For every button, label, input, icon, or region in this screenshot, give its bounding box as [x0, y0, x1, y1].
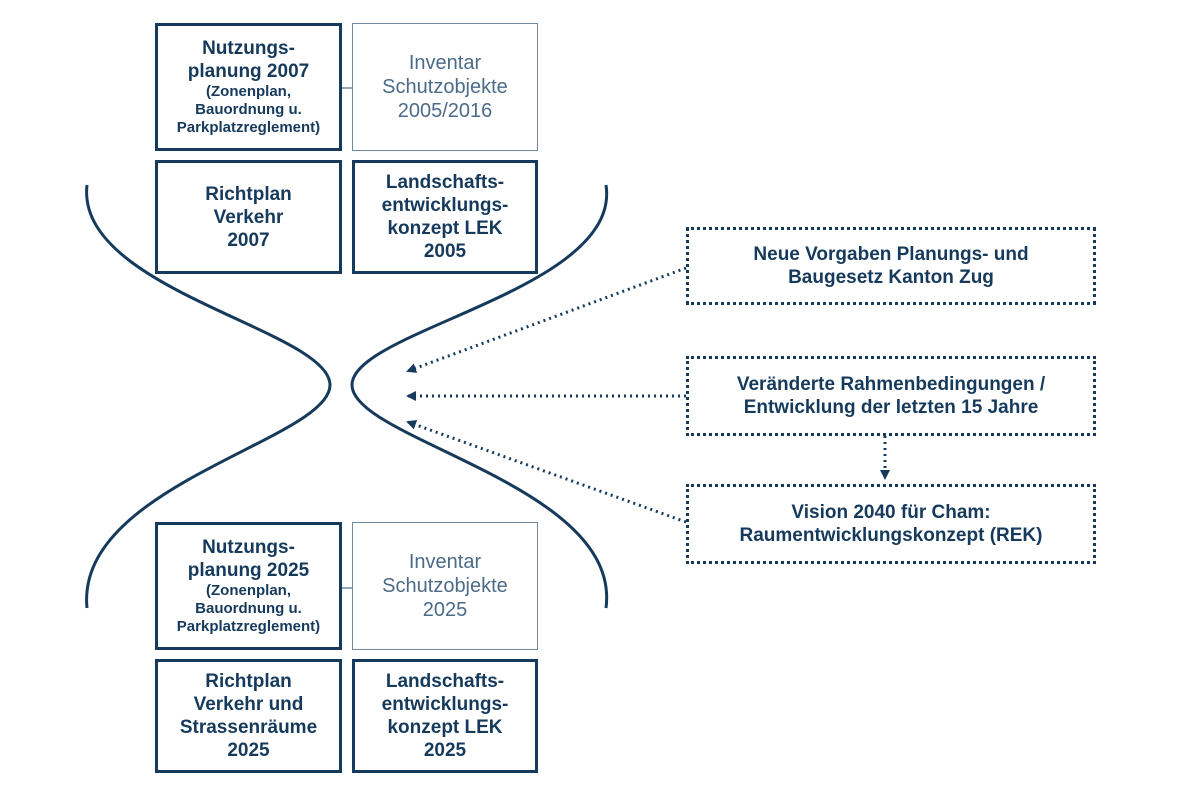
- text-line: Veränderte Rahmenbedingungen /: [736, 374, 1046, 395]
- box-neue-vorgaben: Neue Vorgaben Planungs- und Baugesetz Ka…: [686, 227, 1096, 305]
- text-line: Baugesetz Kanton Zug: [788, 267, 994, 288]
- text-line: konzept LEK: [387, 218, 503, 239]
- text-line: entwicklungs-: [381, 195, 509, 216]
- text-line: 2007: [227, 229, 270, 251]
- box-vision-2040: Vision 2040 für Cham: Raumentwicklungsko…: [686, 484, 1096, 564]
- text-line: Landschafts-: [385, 671, 505, 692]
- box-inventar-2025: Inventar Schutzobjekte 2025: [352, 522, 538, 650]
- text-line: 2025: [227, 740, 270, 761]
- subtitle-line: Bauordnung u.: [195, 101, 302, 118]
- text-line: Inventar: [408, 52, 482, 74]
- box-nutzungsplanung-2007: Nutzungs- planung 2007 (Zonenplan, Bauor…: [155, 23, 342, 151]
- text-line: 2005: [423, 241, 467, 262]
- text-line: Raumentwicklungskonzept (REK): [739, 525, 1043, 546]
- text-line: Vision 2040 für Cham:: [791, 502, 991, 523]
- text-line: Strassenräume: [179, 717, 318, 738]
- box-rahmenbedingungen: Veränderte Rahmenbedingungen / Entwicklu…: [686, 356, 1096, 436]
- subtitle-line: (Zonenplan,: [206, 582, 291, 599]
- title-line: planung 2025: [187, 560, 310, 581]
- text-line: konzept LEK: [387, 717, 503, 738]
- text-line: Entwicklung der letzten 15 Jahre: [743, 397, 1039, 418]
- title-line: Nutzungs-: [202, 537, 295, 558]
- subtitle-line: Bauordnung u.: [195, 600, 302, 617]
- text-line: Neue Vorgaben Planungs- und: [753, 244, 1029, 265]
- box-nutzungsplanung-2025: Nutzungs- planung 2025 (Zonenplan, Bauor…: [155, 522, 342, 650]
- box-richtplan-2007: Richtplan Verkehr 2007: [155, 160, 342, 274]
- box-richtplan-2025: Richtplan Verkehr und Strassenräume 2025: [155, 659, 342, 773]
- text-line: 2025: [422, 599, 468, 621]
- title-line: planung 2007: [187, 61, 310, 82]
- right-curve: [350, 184, 608, 609]
- text-line: Richtplan: [205, 183, 292, 205]
- text-line: Verkehr und: [193, 694, 304, 715]
- subtitle-line: Parkplatzreglement): [176, 618, 321, 635]
- text-line: 2005/2016: [397, 100, 493, 122]
- subtitle-line: Parkplatzreglement): [176, 119, 321, 136]
- text-line: Richtplan: [205, 671, 292, 692]
- text-line: 2025: [423, 740, 467, 761]
- text-line: Schutzobjekte: [382, 575, 508, 597]
- text-line: Schutzobjekte: [382, 76, 508, 98]
- box-lek-2025: Landschafts- entwicklungs- konzept LEK 2…: [352, 659, 538, 773]
- text-line: Inventar: [408, 551, 482, 573]
- title-line: Nutzungs-: [202, 38, 295, 59]
- box-inventar-2005-2016: Inventar Schutzobjekte 2005/2016: [352, 23, 538, 151]
- arrow-vision: [406, 420, 687, 524]
- subtitle-line: (Zonenplan,: [206, 83, 291, 100]
- text-line: Landschafts-: [385, 172, 505, 193]
- box-lek-2005: Landschafts- entwicklungs- konzept LEK 2…: [352, 160, 538, 274]
- arrow-vorgaben: [406, 266, 687, 373]
- left-curve: [85, 184, 332, 609]
- text-line: entwicklungs-: [381, 694, 509, 715]
- text-line: Verkehr: [213, 206, 284, 228]
